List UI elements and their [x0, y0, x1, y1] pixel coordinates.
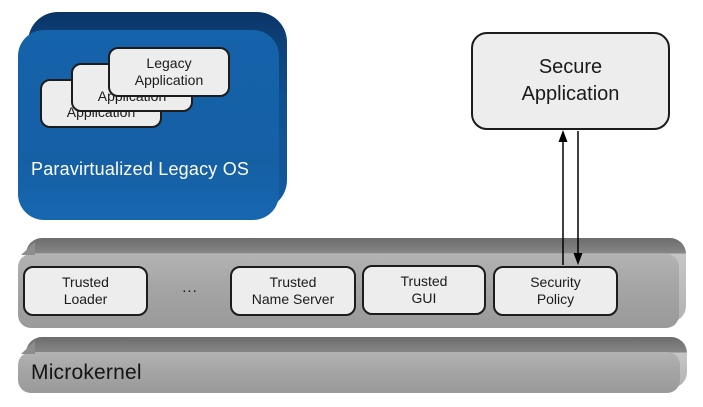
trusted-gui-label: Trusted GUI — [400, 272, 448, 306]
legacy-application-box-1: Legacy Application — [108, 47, 230, 97]
trusted-name-server-box: Trusted Name Server — [230, 266, 356, 316]
trusted-loader-box: Trusted Loader — [23, 266, 148, 316]
trusted-layer-ellipsis: ... — [182, 279, 198, 296]
arrow-up-icon — [558, 130, 568, 265]
secure-app-security-policy-arrows — [558, 130, 583, 265]
trusted-gui-box: Trusted GUI — [362, 265, 486, 315]
security-policy-label: Security Policy — [530, 273, 581, 307]
legacy-application-label: Legacy Application — [134, 54, 204, 88]
microkernel-face: Microkernel — [18, 352, 680, 393]
secure-application-label: Secure Application — [521, 56, 620, 105]
microkernel-block: Microkernel — [18, 337, 687, 393]
arrow-down-icon — [573, 131, 583, 265]
trusted-name-server-label: Trusted Name Server — [251, 273, 335, 307]
secure-application-box: Secure Application — [471, 32, 670, 130]
paravirtualized-legacy-os-label: Paravirtualized Legacy OS — [31, 159, 250, 179]
microkernel-label: Microkernel — [31, 360, 142, 384]
trusted-loader-label: Trusted Loader — [62, 273, 109, 307]
security-policy-box: Security Policy — [493, 266, 618, 316]
